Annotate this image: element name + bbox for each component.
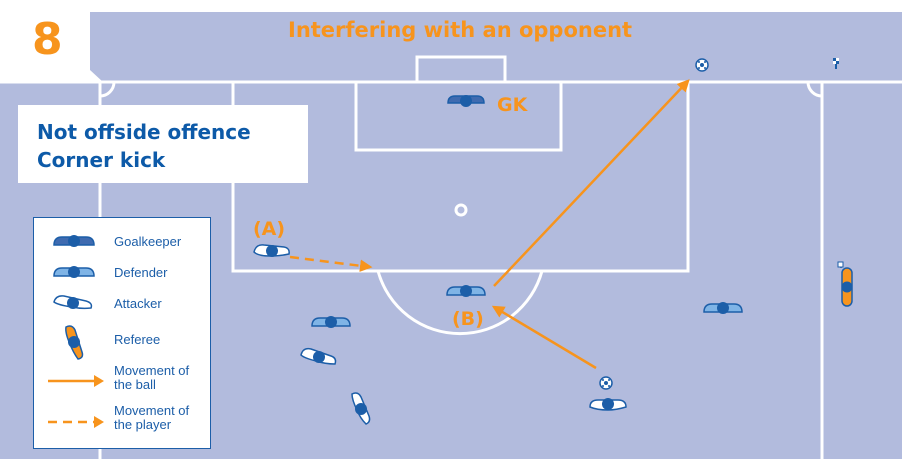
assistant-referee-icon: [837, 261, 853, 307]
player-movement-arrow-a: [289, 255, 373, 272]
diagram-number: 8: [32, 14, 63, 65]
goal-area: [354, 80, 563, 152]
decision-box: Not offside offence Corner kick: [18, 105, 308, 183]
defender-icon: [311, 316, 351, 328]
goalkeeper-label: GK: [497, 94, 528, 116]
goal: [415, 55, 507, 82]
legend-ball-movement-line-2: the ball: [114, 377, 156, 392]
corner-arc-right: [806, 81, 823, 98]
legend-defender-icon: [53, 266, 95, 278]
corner-flag-icon: [833, 58, 839, 69]
penalty-arc: [376, 270, 544, 336]
decision-line-2: Corner kick: [37, 148, 166, 172]
legend-player-movement-line-1: Movement of: [114, 403, 190, 418]
legend-player-movement-label: Movement of the player: [114, 404, 189, 432]
legend-referee-label: Referee: [114, 332, 161, 347]
legend-player-movement-line-2: the player: [114, 417, 172, 432]
ball-icon-target: [695, 58, 709, 72]
attacker-icon-a: [253, 244, 290, 257]
legend: Goalkeeper Defender Attacker Referee Mov…: [33, 217, 211, 449]
corner-arc-left: [99, 81, 116, 98]
defender-icon: [446, 285, 486, 297]
legend-player-arrow-icon: [48, 416, 104, 428]
attacker-icon: [300, 347, 337, 365]
defender-icon: [703, 302, 743, 314]
goalkeeper-icon: [447, 95, 485, 107]
legend-ball-arrow-icon: [48, 375, 104, 387]
legend-attacker-icon: [53, 295, 93, 310]
player-b-label: (B): [452, 308, 484, 330]
decision-line-1: Not offside offence: [37, 120, 251, 144]
player-a-label: (A): [253, 218, 286, 240]
legend-attacker-label: Attacker: [114, 296, 162, 311]
legend-goalkeeper-icon: [53, 235, 95, 247]
ball-movement-arrow-header: [493, 79, 690, 287]
legend-goalkeeper-label: Goalkeeper: [114, 234, 182, 249]
ball-icon-start: [599, 376, 613, 390]
legend-ball-movement-label: Movement of the ball: [114, 364, 189, 392]
penalty-spot: [454, 203, 468, 217]
ball-movement-arrow-pass: [491, 305, 597, 370]
legend-ball-movement-line-1: Movement of: [114, 363, 190, 378]
attacker-icon: [351, 392, 371, 425]
diagram-title: Interfering with an opponent: [288, 18, 633, 42]
pitch-top-area: [90, 12, 902, 82]
attacker-icon: [589, 398, 627, 411]
legend-defender-label: Defender: [114, 265, 168, 280]
legend-referee-icon: [65, 325, 84, 360]
